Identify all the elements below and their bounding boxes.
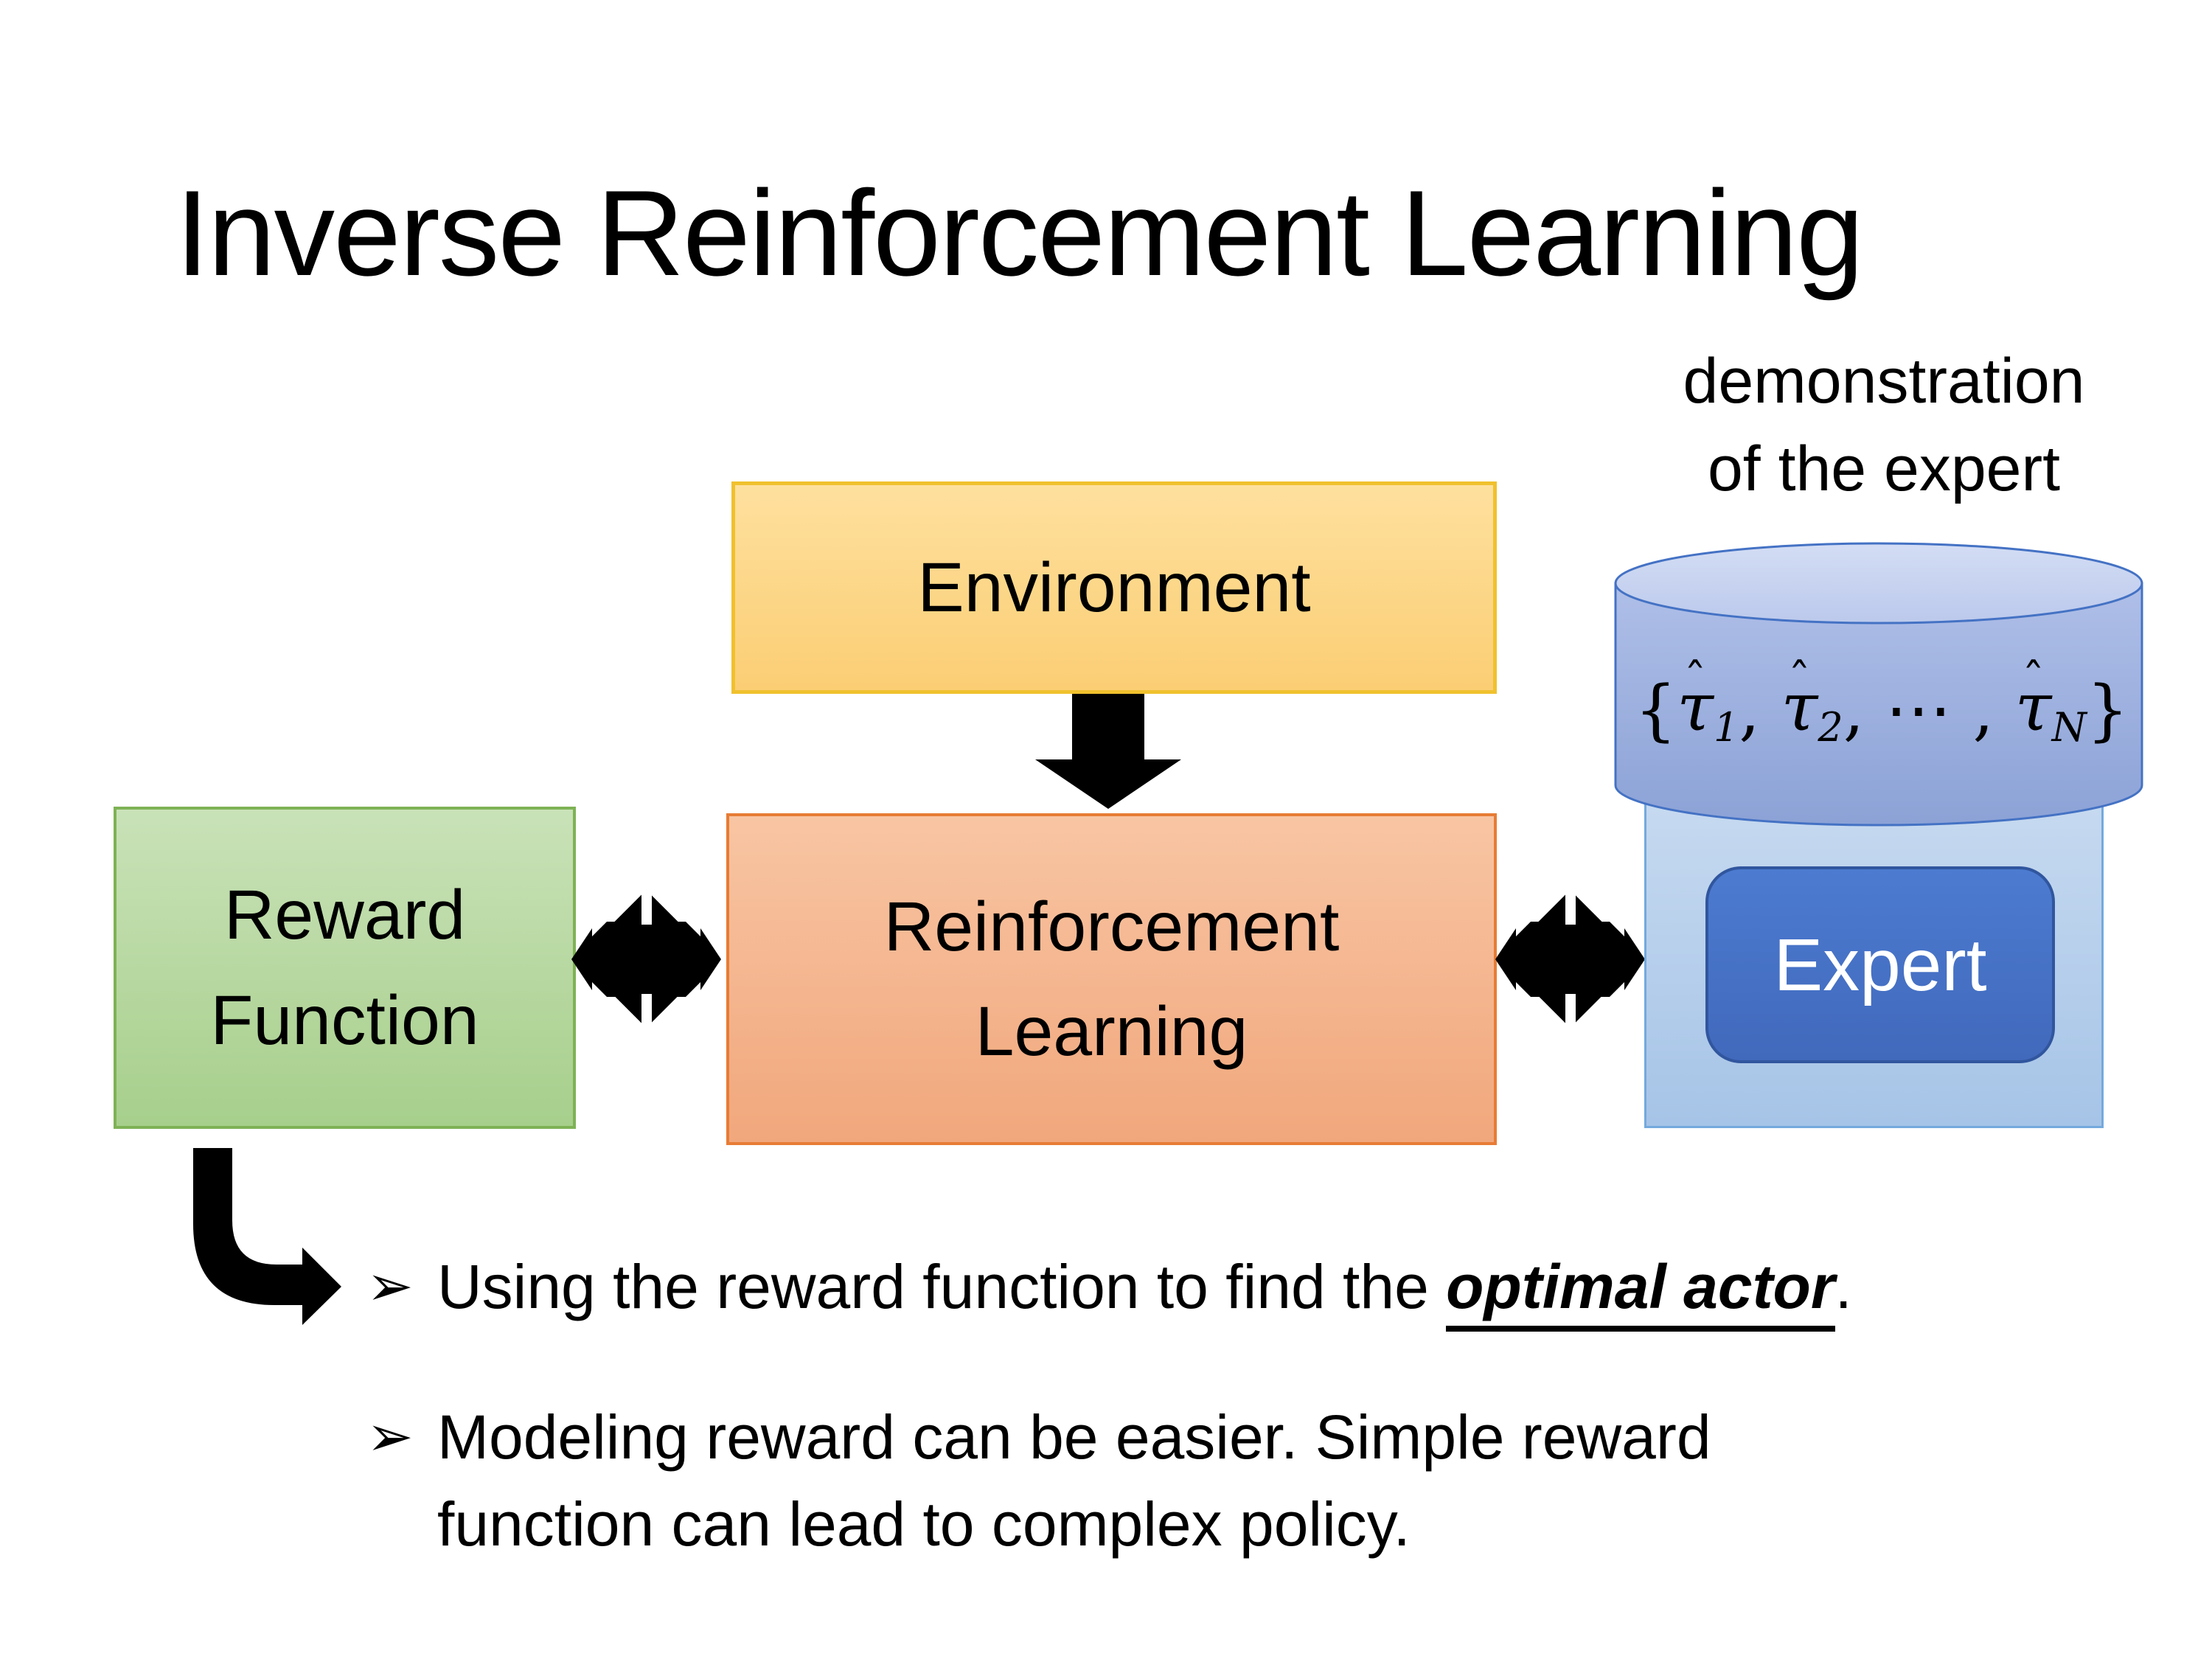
bullet-arrow-icon: ➢ — [366, 1405, 414, 1468]
bullet-1-text: Using the reward function to find the op… — [437, 1243, 1852, 1332]
environment-label: Environment — [917, 548, 1311, 627]
expert-box: Expert — [1705, 866, 2055, 1063]
elbow-arrow-icon — [193, 1148, 341, 1325]
bullet-item-1: ➢ Using the reward function to find the … — [366, 1243, 2166, 1332]
bullet-arrow-icon: ➢ — [366, 1255, 414, 1318]
bullet-2-text: Modeling reward can be easier. Simple re… — [437, 1402, 1711, 1559]
bullet-list: ➢ Using the reward function to find the … — [366, 1243, 2166, 1568]
reinforcement-learning-label: Reinforcement Learning — [883, 887, 1340, 1071]
optimal-actor-emphasis: optimal actor — [1446, 1252, 1835, 1332]
double-arrow-left-icon — [571, 884, 721, 1034]
reward-function-label: Reward Function — [210, 876, 479, 1060]
bullet-item-2: ➢ Modeling reward can be easier. Simple … — [366, 1394, 2166, 1568]
expert-label: Expert — [1773, 923, 1987, 1006]
caption-line-2: of the expert — [1707, 433, 2061, 504]
caption-line-1: demonstration — [1683, 346, 2085, 417]
reinforcement-learning-box: Reinforcement Learning — [726, 805, 1498, 1145]
down-arrow-icon — [1035, 694, 1181, 809]
demonstration-caption: demonstration of the expert — [1615, 338, 2153, 512]
database-cylinder-icon — [1614, 542, 2143, 827]
environment-box: Environment — [731, 481, 1497, 694]
page-title: Inverse Reinforcement Learning — [175, 165, 1864, 301]
reward-function-box: Reward Function — [114, 807, 576, 1129]
double-arrow-right-icon — [1495, 884, 1645, 1034]
